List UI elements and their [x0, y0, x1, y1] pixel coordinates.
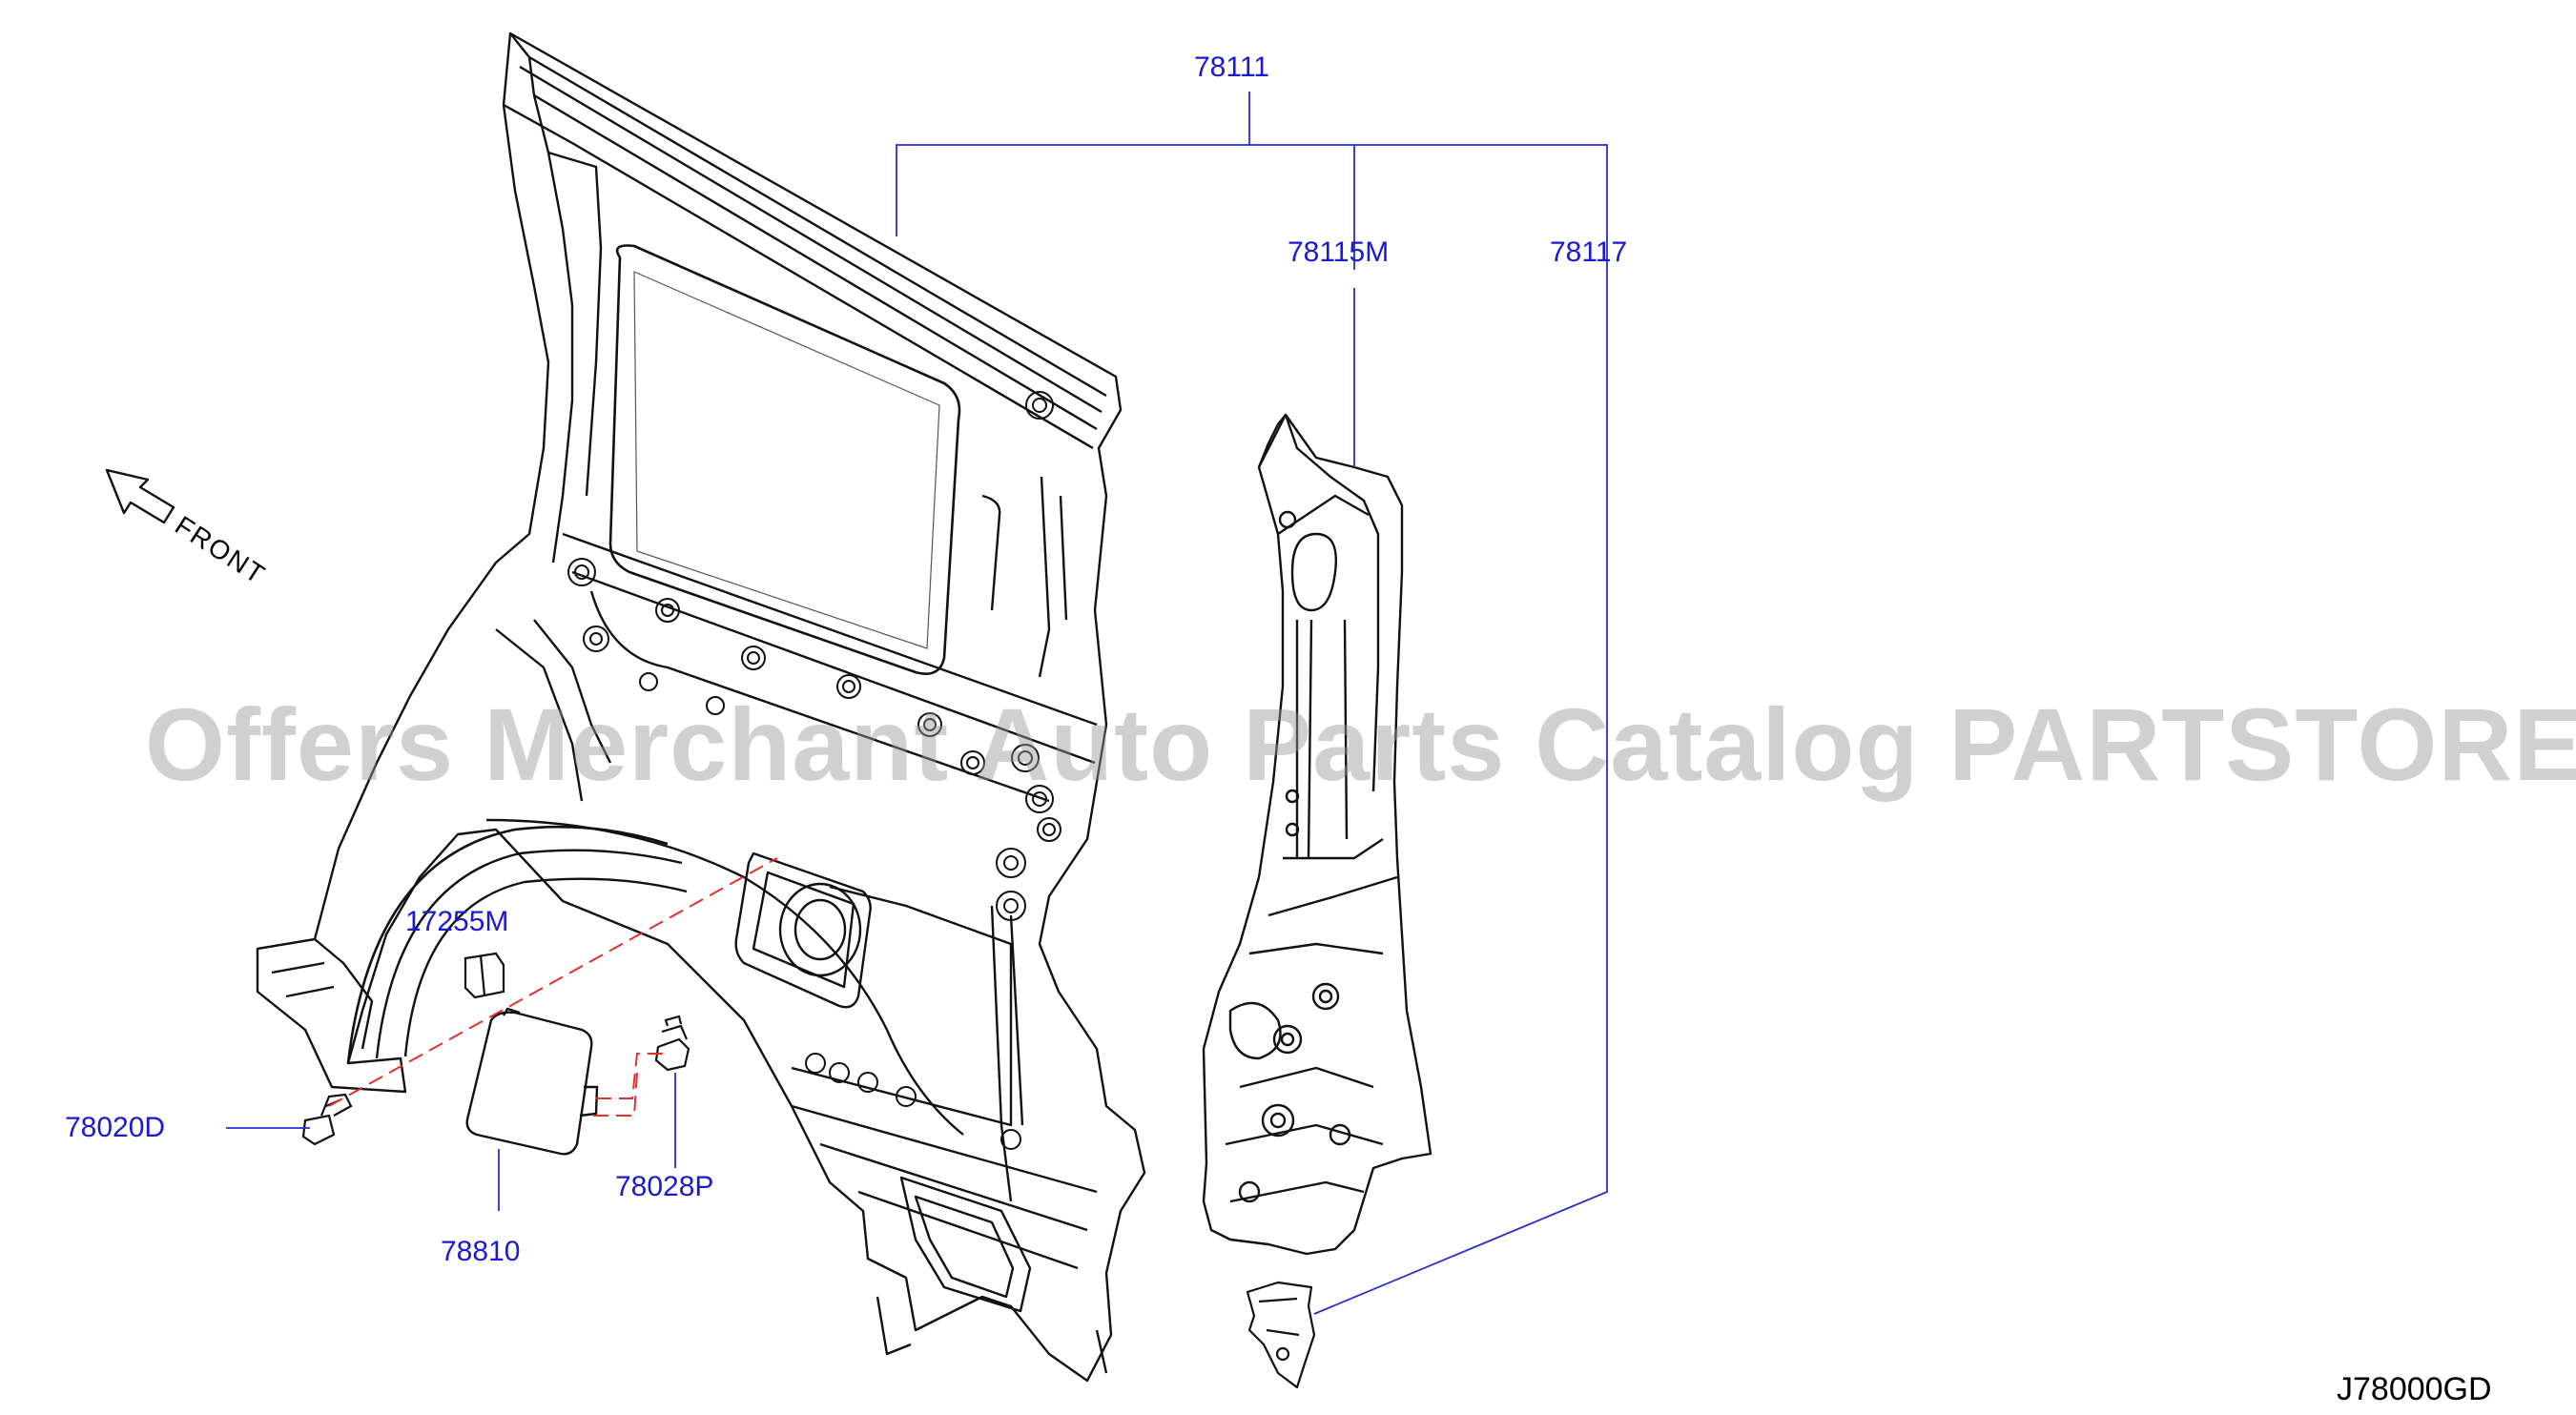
lower-bracket[interactable] [1246, 1281, 1316, 1389]
callout-78111[interactable]: 78111 [1194, 51, 1269, 83]
diagram-reference: J78000GD [2337, 1371, 2492, 1407]
callout-17255M[interactable]: 17255M [405, 906, 509, 937]
callout-78115M[interactable]: 78115M [1288, 236, 1390, 268]
fuel-filler-lid[interactable] [465, 1007, 599, 1156]
assembly-lines [328, 857, 778, 1117]
callout-leaders [226, 92, 1608, 1315]
callout-78810[interactable]: 78810 [441, 1236, 521, 1267]
callout-78020D[interactable]: 78020D [65, 1112, 166, 1143]
callout-78117[interactable]: 78117 [1550, 236, 1628, 268]
clip[interactable] [654, 1015, 690, 1072]
inner-pillar-panel[interactable] [1202, 413, 1432, 1256]
callout-78028P[interactable]: 78028P [615, 1171, 714, 1202]
front-arrow-icon [105, 468, 175, 524]
rear-side-panel[interactable] [256, 31, 1146, 1383]
bumper-cushion[interactable] [464, 952, 505, 999]
screw[interactable] [301, 1093, 353, 1146]
